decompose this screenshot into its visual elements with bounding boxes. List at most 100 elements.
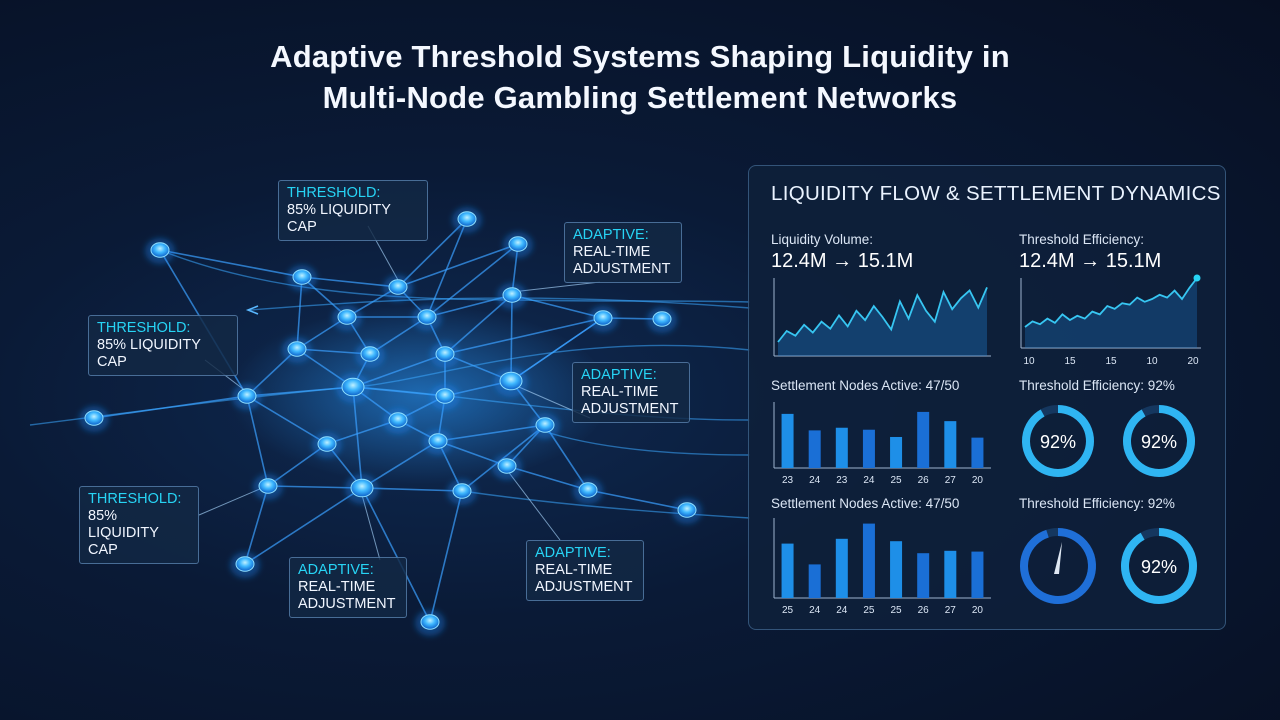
tick-label: 10 (1146, 356, 1158, 367)
flow-stream (249, 297, 751, 311)
bar-1 (917, 411, 930, 468)
network-edge (352, 386, 363, 489)
flow-stream (352, 386, 751, 421)
threshold-efficiency-label: Threshold Efficiency: (1019, 232, 1145, 247)
callout-heading: ADAPTIVE: (573, 227, 649, 243)
gauge-arc-4 (1121, 528, 1197, 604)
bar-2 (944, 550, 957, 598)
flow-stream (539, 429, 751, 456)
network-node (508, 236, 528, 252)
bar-1 (971, 437, 984, 468)
gauge-value: 92% (1141, 557, 1177, 577)
tick-label: 20 (1187, 356, 1199, 367)
network-edge (587, 489, 688, 511)
callout-heading: THRESHOLD: (88, 491, 182, 507)
network-edge (426, 243, 519, 318)
tick-label: 20 (972, 475, 984, 486)
network-edge (511, 294, 604, 319)
network-edge (244, 487, 363, 565)
network-node (388, 279, 408, 295)
bar-2 (862, 523, 875, 598)
liquidity-line (777, 287, 988, 343)
callout-adaptive-2: ADAPTIVE: REAL-TIME ADJUSTMENT (572, 362, 690, 423)
bar-1 (808, 430, 821, 468)
network-node (388, 412, 408, 428)
network-node (593, 310, 613, 326)
network-edge (159, 249, 303, 278)
network-node (360, 346, 380, 362)
network-edge (397, 243, 519, 288)
tick-label: 25 (891, 605, 903, 616)
bar-2 (781, 543, 794, 598)
title-line-2: Multi-Node Gambling Settlement Networks (322, 80, 958, 115)
tick-label: 26 (918, 605, 930, 616)
network-node (287, 341, 307, 357)
callout-body: REAL-TIME ADJUSTMENT (581, 384, 679, 417)
tick-label: 24 (863, 475, 875, 486)
bar-1 (862, 429, 875, 468)
network-node (341, 377, 365, 397)
gauge-arc-2 (1123, 405, 1195, 477)
callout-body: REAL-TIME (535, 562, 613, 578)
network-node (499, 371, 523, 391)
network-edge (510, 317, 604, 382)
network-edge (444, 317, 604, 355)
gauge-arc-3 (1020, 528, 1096, 604)
gauge-needle-icon (1054, 542, 1062, 574)
liquidity-volume-value: 12.4M → 15.1M (771, 250, 914, 272)
network-node (428, 433, 448, 449)
gauge-value: 92% (1040, 432, 1076, 452)
network-node (258, 478, 278, 494)
callout-heading: ADAPTIVE: (535, 545, 611, 561)
callout-adaptive-3: ADAPTIVE: REAL-TIME ADJUSTMENT (289, 557, 407, 618)
tick-label: 15 (1064, 356, 1076, 367)
page-title: Adaptive Threshold Systems Shaping Liqui… (0, 36, 1280, 118)
callout-connector (361, 494, 381, 561)
callout-heading: ADAPTIVE: (581, 367, 657, 383)
tick-label: 27 (945, 605, 957, 616)
callout-connector (506, 469, 561, 541)
gauge-arc-1 (1022, 405, 1094, 477)
network-nodes (79, 207, 702, 636)
network-node (677, 502, 697, 518)
network-node (292, 269, 312, 285)
bar-1 (781, 413, 794, 468)
callout-body: LIQUIDITY CAP (88, 525, 159, 558)
threshold-efficiency-value: 12.4M → 15.1M (1019, 250, 1162, 272)
callout-threshold-2: THRESHOLD: 85% LIQUIDITY CAP (88, 315, 238, 376)
network-node (435, 346, 455, 362)
flow-arrow-icon (245, 305, 259, 315)
dashboard-panel: LIQUIDITY FLOW & SETTLEMENT DYNAMICS Liq… (748, 165, 1226, 630)
network-node (578, 482, 598, 498)
network-node (435, 388, 455, 404)
bar-2 (808, 564, 821, 598)
network-node (84, 410, 104, 426)
tick-label: 24 (809, 605, 821, 616)
network-node (420, 614, 440, 630)
network-node (457, 211, 477, 227)
callout-adaptive-4: ADAPTIVE: REAL-TIME ADJUSTMENT (526, 540, 644, 601)
network-node (150, 242, 170, 258)
callout-connector (511, 281, 601, 293)
network-node (417, 309, 437, 325)
callout-body: REAL-TIME (298, 579, 376, 595)
network-edge (397, 218, 468, 288)
tick-label: 27 (945, 475, 957, 486)
threshold-efficiency-pct-label-1: Threshold Efficiency: 92% (1019, 378, 1175, 393)
network-node (350, 478, 374, 498)
tick-label: 24 (809, 475, 821, 486)
bar-1 (944, 421, 957, 468)
network-edge (352, 353, 446, 388)
efficiency-line (1024, 277, 1198, 328)
callout-body: 85% LIQUIDITY CAP (97, 337, 201, 370)
bar-2 (835, 538, 848, 598)
tick-label: 25 (891, 475, 903, 486)
callout-body: REAL-TIME ADJUSTMENT (573, 244, 671, 277)
callout-body: 85% LIQUIDITY CAP (287, 202, 391, 235)
network-edge (246, 395, 328, 445)
network-edge (246, 395, 269, 487)
tick-label: 23 (782, 475, 794, 486)
liquidity-volume-label: Liquidity Volume: (771, 232, 874, 247)
network-node (502, 287, 522, 303)
tick-label: 25 (782, 605, 794, 616)
